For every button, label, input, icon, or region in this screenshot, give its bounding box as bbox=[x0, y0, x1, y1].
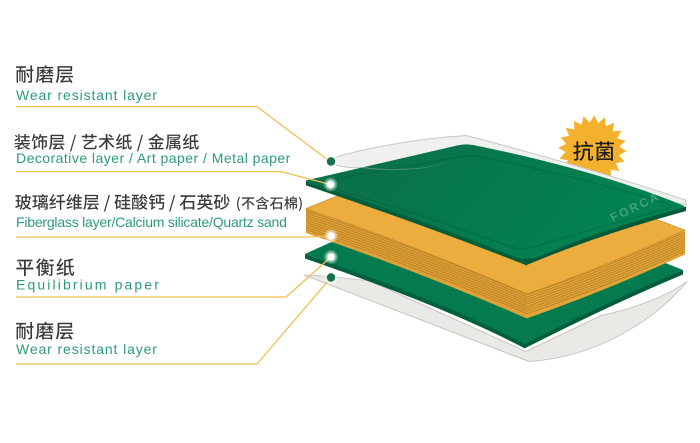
svg-text:Wear resistant layer: Wear resistant layer bbox=[16, 87, 158, 103]
svg-text:Wear resistant layer: Wear resistant layer bbox=[16, 341, 158, 357]
svg-text:Equilibrium paper: Equilibrium paper bbox=[16, 277, 161, 293]
svg-text:Decorative layer / Art paper /: Decorative layer / Art paper / Metal pap… bbox=[16, 150, 291, 166]
svg-text:Fiberglass layer/Calcium silic: Fiberglass layer/Calcium silicate/Quartz… bbox=[16, 214, 287, 230]
